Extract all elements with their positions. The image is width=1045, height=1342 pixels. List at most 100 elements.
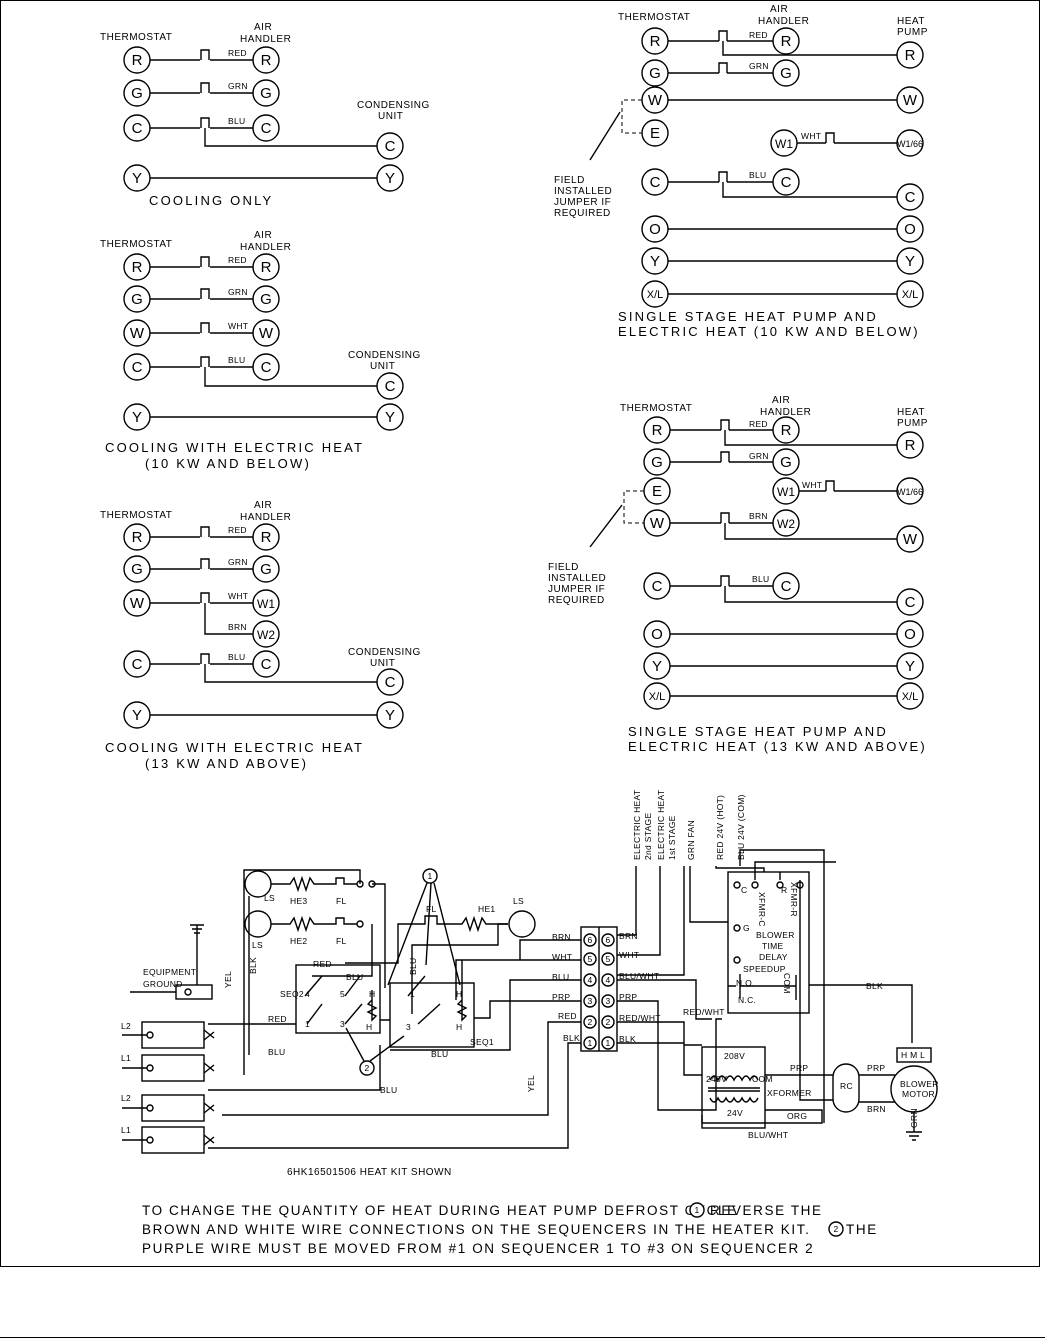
terminal-w166: W1/66	[897, 139, 923, 149]
handler-label: HANDLER	[240, 34, 291, 45]
condensing-label: CONDENSING	[357, 100, 430, 111]
terminal-r: R	[132, 259, 143, 276]
wire-red: RED	[228, 525, 247, 535]
wire-blu: BLU	[346, 972, 363, 982]
wire-grn: GRN	[909, 1108, 919, 1128]
footer-rule	[0, 1337, 1045, 1338]
required-label: REQUIRED	[554, 208, 611, 219]
strip-number: 2	[605, 1017, 610, 1027]
label-l2: L2	[121, 1093, 131, 1103]
required-label: REQUIRED	[548, 595, 605, 606]
strip-number: 4	[305, 989, 310, 999]
label-208v: 208V	[724, 1051, 745, 1061]
terminal-r: R	[650, 33, 661, 50]
handler-label: HANDLER	[240, 242, 291, 253]
terminal-g: G	[651, 454, 663, 471]
handler-label: HANDLER	[758, 16, 809, 27]
wire-red: RED	[313, 959, 332, 969]
wire-blu: BLU	[408, 958, 418, 975]
terminal-strip: 6 6 5 5 4 4 3 3 2 2 1 1	[583, 933, 615, 1050]
terminal-c: C	[261, 359, 272, 376]
unit-label: UNIT	[370, 361, 395, 372]
terminal-c: C	[385, 674, 396, 691]
terminal-r: R	[261, 259, 272, 276]
wire-prp: PRP	[867, 1063, 885, 1073]
terminal-y: Y	[385, 170, 395, 187]
terminal-c: C	[385, 378, 396, 395]
label-com: COM	[752, 1074, 773, 1084]
wire-brn: BRN	[228, 622, 247, 632]
label-l1: L1	[121, 1053, 131, 1063]
terminal-w: W	[130, 325, 145, 342]
terminal-r: R	[905, 47, 916, 64]
terminal-r: R	[652, 422, 663, 439]
terminal-w: W	[903, 531, 918, 548]
terminal-g: G	[131, 561, 143, 578]
terminal-g: G	[780, 65, 792, 82]
strip-number: 6	[587, 935, 592, 945]
label-delay: DELAY	[759, 952, 788, 962]
wire-blu: BLU	[228, 116, 245, 126]
label-rc: RC	[840, 1081, 853, 1091]
label-speedup: SPEEDUP	[743, 964, 786, 974]
strip-number: 2	[587, 1017, 592, 1027]
air-label: AIR	[254, 500, 272, 511]
label-xfmr-c: XFMR-C	[757, 892, 767, 927]
caption-line2: (10 KW AND BELOW)	[145, 456, 311, 471]
thermostat-label: THERMOSTAT	[618, 12, 690, 23]
wire-wht: WHT	[228, 321, 248, 331]
terminal-g: G	[649, 65, 661, 82]
thermostat-label: THERMOSTAT	[100, 239, 172, 250]
terminal-y: Y	[905, 658, 915, 675]
pump-label: PUMP	[897, 418, 928, 429]
heat-kit-caption: 6HK16501506 HEAT KIT SHOWN	[287, 1167, 452, 1178]
marker-2: 2	[833, 1224, 838, 1234]
terminal-xl: X/L	[647, 289, 664, 301]
label-2nd-stage: 2nd STAGE	[643, 813, 653, 860]
terminal-xl: X/L	[902, 691, 919, 703]
terminal-y: Y	[132, 409, 142, 426]
label-time: TIME	[762, 941, 784, 951]
label-fl: FL	[426, 904, 437, 914]
terminal-o: O	[904, 221, 916, 238]
wire-grn: GRN	[228, 557, 248, 567]
label-1st-stage: 1st STAGE	[667, 815, 677, 860]
terminal-r: R	[261, 529, 272, 546]
label-seq2: SEQ2	[280, 989, 304, 999]
wire-grn: GRN	[749, 451, 769, 461]
label-blower: BLOWER	[756, 930, 795, 940]
terminal-r: R	[132, 529, 143, 546]
wire-prp: PRP	[790, 1063, 808, 1073]
diagram-cooling-eh-10kw: THERMOSTAT AIR HANDLER CONDENSING UNIT R…	[100, 230, 420, 471]
terminal-e: E	[650, 125, 660, 142]
caption-line1: SINGLE STAGE HEAT PUMP AND	[618, 309, 878, 324]
label-grn-fan: GRN FAN	[686, 820, 696, 860]
strip-number: 3	[587, 996, 592, 1006]
installed-label: INSTALLED	[548, 573, 606, 584]
terminal-y: Y	[905, 253, 915, 270]
terminal-g: G	[780, 454, 792, 471]
wire-blu-wht: BLU/WHT	[748, 1130, 788, 1140]
wire-blu: BLU	[552, 972, 569, 982]
wire-prp: PRP	[619, 992, 637, 1002]
terminal-c: C	[132, 656, 143, 673]
terminal-c: C	[261, 656, 272, 673]
label-l2: L2	[121, 1021, 131, 1031]
label-c: C	[741, 885, 747, 895]
wire-red-wht: RED/WHT	[619, 1013, 661, 1023]
label-h: H	[456, 989, 462, 999]
label-nc: N.C.	[738, 995, 756, 1005]
jumper-label: JUMPER IF	[548, 584, 605, 595]
wire-blk: BLK	[248, 957, 258, 974]
wire-blu: BLU	[752, 574, 769, 584]
terminal-w: W	[650, 515, 665, 532]
label-g: G	[743, 923, 750, 933]
terminal-o: O	[904, 626, 916, 643]
pump-label: PUMP	[897, 27, 928, 38]
label-no: N.O.	[736, 978, 755, 988]
wire-blk: BLK	[563, 1033, 580, 1043]
handler-label: HANDLER	[760, 407, 811, 418]
caption-line2: ELECTRIC HEAT (13 KW AND ABOVE)	[628, 739, 927, 754]
wire-wht: WHT	[228, 591, 248, 601]
terminal-r: R	[132, 52, 143, 69]
